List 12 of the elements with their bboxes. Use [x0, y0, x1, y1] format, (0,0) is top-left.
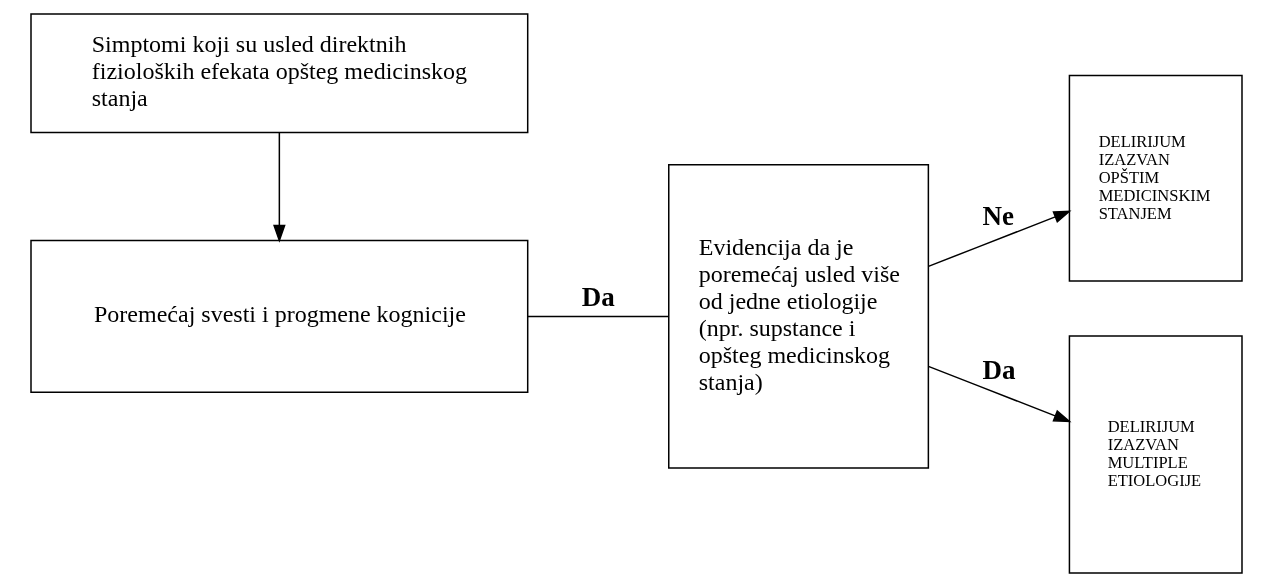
edge-label: Ne	[982, 201, 1014, 232]
node-box: Poremećaj svesti i progmene kognicije	[30, 239, 529, 393]
node-box: DELIRIJUM IZAZVAN MULTIPLE ETIOLOGIJE	[1068, 335, 1243, 574]
connector	[527, 315, 670, 318]
edge-label: Da	[982, 354, 1016, 385]
node-box: DELIRIJUM IZAZVAN OPŠTIM MEDICINSKIM STANJEM	[1068, 74, 1243, 282]
arrow	[273, 131, 286, 243]
arrow	[927, 365, 1072, 423]
node-box: Simptomi koji su usled direktnih fizioloških efekata opšteg medicinskog stanja	[30, 13, 529, 134]
arrow	[927, 210, 1072, 268]
node-box: Evidencija da je poremećaj usled više od jedne etiologije (npr. supstance i opšteg medicinskog stanja)	[668, 164, 930, 469]
edge-label: Da	[581, 282, 615, 313]
